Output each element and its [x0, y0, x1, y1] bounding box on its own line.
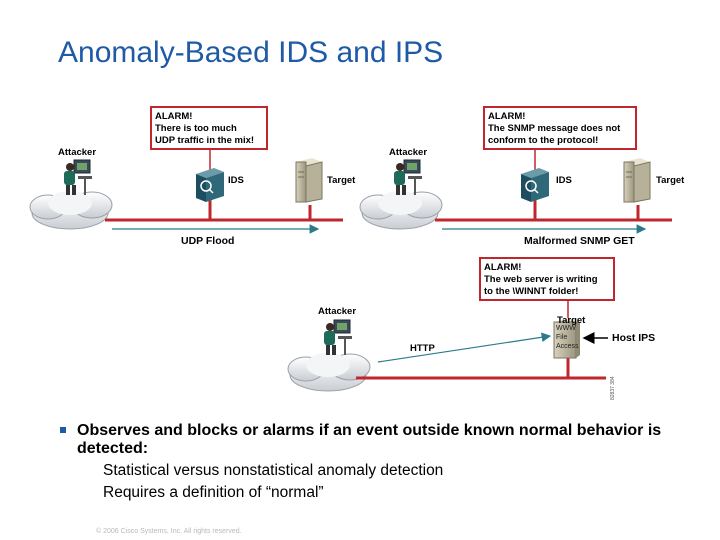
attacker-label: Attacker	[318, 306, 356, 317]
host-ips-label: Host IPS	[612, 332, 655, 344]
sub-bullet: Requires a definition of “normal”	[60, 482, 680, 504]
bullet-list: Observes and blocks or alarms if an even…	[60, 422, 680, 504]
alarm-line: ALARM!	[155, 111, 192, 122]
alarm-line: ALARM!	[484, 262, 521, 273]
attacker-icon	[64, 160, 92, 195]
sub-bullet: Statistical versus nonstatistical anomal…	[60, 460, 680, 482]
bottom-scenario: ALARM! The web server is writing to the …	[288, 258, 655, 400]
left-scenario: ALARM! There is too much UDP traffic in …	[30, 107, 356, 247]
attacker-label: Attacker	[58, 147, 96, 158]
attacker-icon	[394, 160, 422, 195]
figure-id: 82837 384	[610, 376, 616, 400]
flow-label: Malformed SNMP GET	[524, 235, 635, 247]
alarm-line: The web server is writing	[484, 274, 598, 285]
flow-label: HTTP	[410, 343, 435, 354]
server-icon	[624, 158, 650, 202]
cloud-icon	[288, 353, 370, 391]
diagram: ALARM! There is too much UDP traffic in …	[0, 0, 720, 410]
cloud-icon	[360, 191, 442, 229]
bullet-square-icon	[60, 427, 66, 433]
server-line: Access	[556, 343, 579, 350]
ids-icon	[196, 168, 224, 202]
right-scenario: ALARM! The SNMP message does not conform…	[360, 107, 685, 247]
target-label: Target	[656, 175, 685, 186]
server-line: WWW	[556, 325, 576, 332]
alarm-line: UDP traffic in the mix!	[155, 135, 254, 146]
server-icon	[296, 158, 322, 202]
server-line: File	[556, 334, 567, 341]
alarm-line: to the \WINNT folder!	[484, 286, 578, 297]
alarm-line: conform to the protocol!	[488, 135, 598, 146]
bullet-main: Observes and blocks or alarms if an even…	[60, 422, 680, 458]
target-label: Target	[327, 175, 356, 186]
attacker-label: Attacker	[389, 147, 427, 158]
ids-icon	[521, 168, 549, 202]
ids-label: IDS	[228, 175, 244, 186]
flow-label: UDP Flood	[181, 235, 234, 247]
http-arrow	[378, 336, 550, 362]
ids-label: IDS	[556, 175, 572, 186]
cloud-icon	[30, 191, 112, 229]
bullet-main-text: Observes and blocks or alarms if an even…	[77, 422, 661, 457]
target-label: Target	[557, 315, 586, 326]
copyright-footer: © 2006 Cisco Systems, Inc. All rights re…	[96, 528, 242, 535]
alarm-line: ALARM!	[488, 111, 525, 122]
alarm-line: The SNMP message does not	[488, 123, 621, 134]
attacker-icon	[324, 320, 352, 355]
alarm-line: There is too much	[155, 123, 237, 134]
